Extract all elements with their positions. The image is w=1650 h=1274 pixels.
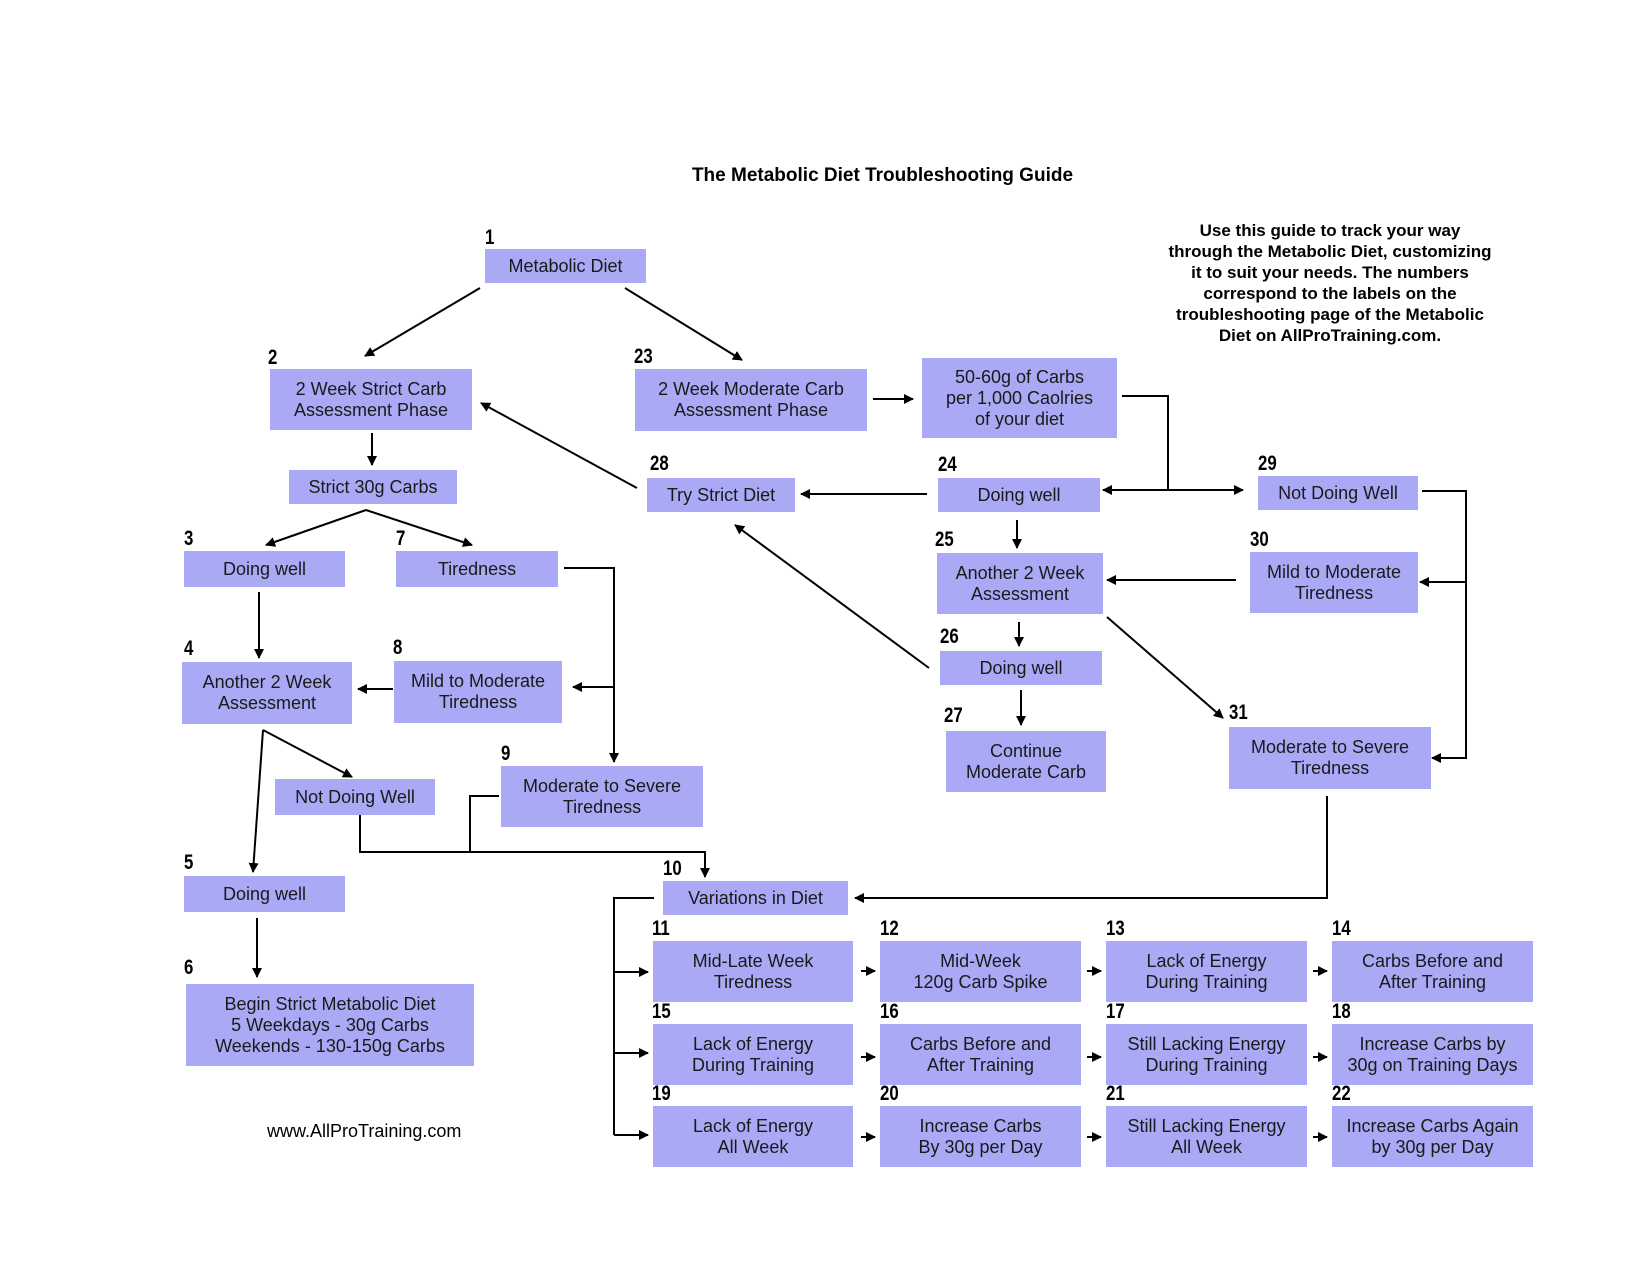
node-14-number: 14 xyxy=(1332,917,1351,940)
node-12-number: 12 xyxy=(880,917,899,940)
node-27-continue-moderate-carb: Continue Moderate Carb xyxy=(946,731,1106,792)
node-4-another-assessment: Another 2 Week Assessment xyxy=(182,662,352,724)
node-15-number: 15 xyxy=(652,1000,671,1023)
node-12-mid-week-carb-spike: Mid-Week 120g Carb Spike xyxy=(880,941,1081,1002)
node-19-number: 19 xyxy=(652,1082,671,1105)
node-30-mild-tiredness: Mild to Moderate Tiredness xyxy=(1250,552,1418,613)
node-22-increase-carbs-again: Increase Carbs Again by 30g per Day xyxy=(1332,1106,1533,1167)
node-20-increase-carbs-per-day: Increase Carbs By 30g per Day xyxy=(880,1106,1081,1167)
node-15-lack-energy-training: Lack of Energy During Training xyxy=(653,1024,853,1085)
edge-strict30-to-7 xyxy=(365,509,473,547)
node-30-number: 30 xyxy=(1250,528,1269,551)
edge-25-to-31 xyxy=(1106,616,1224,719)
node-4-number: 4 xyxy=(184,637,194,660)
node-28-try-strict-diet: Try Strict Diet xyxy=(647,478,795,512)
edge-1-to-2 xyxy=(364,287,481,357)
node-6-begin-strict-diet: Begin Strict Metabolic Diet 5 Weekdays -… xyxy=(186,984,474,1066)
node-10-variations-in-diet: Variations in Diet xyxy=(663,881,848,915)
node-10-number: 10 xyxy=(663,857,682,880)
node-1-metabolic-diet: Metabolic Diet xyxy=(485,249,646,283)
node-16-carbs-before-after-training: Carbs Before and After Training xyxy=(880,1024,1081,1085)
edge-1-to-23 xyxy=(624,287,743,361)
node-3-doing-well: Doing well xyxy=(184,551,345,587)
node-13-lack-energy-training: Lack of Energy During Training xyxy=(1106,941,1307,1002)
edge-10-trunk xyxy=(613,897,654,1135)
node-7-tiredness: Tiredness xyxy=(396,551,558,587)
node-27-number: 27 xyxy=(944,704,963,727)
edge-strict30-to-3 xyxy=(265,509,367,547)
node-not-doing-well-left: Not Doing Well xyxy=(275,779,435,815)
node-31-number: 31 xyxy=(1229,701,1248,724)
edge-notwell-to-10 xyxy=(359,815,710,878)
node-9-number: 9 xyxy=(501,742,511,765)
node-5-number: 5 xyxy=(184,851,194,874)
node-21-number: 21 xyxy=(1106,1082,1125,1105)
edge-28-to-2 xyxy=(480,402,638,489)
node-31-severe-tiredness: Moderate to Severe Tiredness xyxy=(1229,727,1431,789)
node-25-another-assessment: Another 2 Week Assessment xyxy=(937,553,1103,614)
edge-29-to-31 xyxy=(1422,490,1467,763)
node-18-number: 18 xyxy=(1332,1000,1351,1023)
node-16-number: 16 xyxy=(880,1000,899,1023)
node-26-doing-well: Doing well xyxy=(940,651,1102,685)
edge-4-to-5 xyxy=(248,729,264,873)
node-9-severe-tiredness: Moderate to Severe Tiredness xyxy=(501,766,703,827)
node-23-number: 23 xyxy=(634,345,653,368)
diagram-title: The Metabolic Diet Troubleshooting Guide xyxy=(691,165,1074,186)
edge-7-to-9 xyxy=(564,567,619,763)
node-6-number: 6 xyxy=(184,956,194,979)
node-11-number: 11 xyxy=(652,917,670,940)
edge-4-to-notwell xyxy=(262,729,353,778)
edge-31-to-10 xyxy=(854,796,1328,903)
node-2-strict-carb-phase: 2 Week Strict Carb Assessment Phase xyxy=(270,369,472,430)
node-24-number: 24 xyxy=(938,453,957,476)
node-29-number: 29 xyxy=(1258,452,1277,475)
node-1-number: 1 xyxy=(485,226,495,249)
node-24-doing-well: Doing well xyxy=(938,478,1100,512)
node-26-number: 26 xyxy=(940,625,959,648)
node-8-number: 8 xyxy=(393,636,403,659)
node-29-not-doing-well: Not Doing Well xyxy=(1258,476,1418,510)
node-11-mid-late-week-tiredness: Mid-Late Week Tiredness xyxy=(653,941,853,1002)
node-28-number: 28 xyxy=(650,452,669,475)
node-22-number: 22 xyxy=(1332,1082,1351,1105)
footer-url: www.AllProTraining.com xyxy=(267,1121,462,1141)
node-13-number: 13 xyxy=(1106,917,1125,940)
node-2-number: 2 xyxy=(268,346,278,369)
node-21-still-lacking-energy-all-week: Still Lacking Energy All Week xyxy=(1106,1106,1307,1167)
node-carbs-per-1000-calories: 50-60g of Carbs per 1,000 Caolries of yo… xyxy=(922,358,1117,438)
node-3-number: 3 xyxy=(184,527,194,550)
node-23-moderate-carb-phase: 2 Week Moderate Carb Assessment Phase xyxy=(635,369,867,431)
intro-text: Use this guide to track your way through… xyxy=(1168,221,1492,345)
node-strict-30g-carbs: Strict 30g Carbs xyxy=(289,470,457,504)
node-7-number: 7 xyxy=(396,527,406,550)
node-17-still-lacking-energy-training: Still Lacking Energy During Training xyxy=(1106,1024,1307,1085)
node-14-carbs-before-after-training: Carbs Before and After Training xyxy=(1332,941,1533,1002)
node-17-number: 17 xyxy=(1106,1000,1125,1023)
node-5-doing-well: Doing well xyxy=(184,876,345,912)
node-19-lack-energy-all-week: Lack of Energy All Week xyxy=(653,1106,853,1167)
edge-carbs-split xyxy=(1122,395,1169,490)
node-18-increase-carbs-training-days: Increase Carbs by 30g on Training Days xyxy=(1332,1024,1533,1085)
node-25-number: 25 xyxy=(935,528,954,551)
edge-9-to-10 xyxy=(469,795,499,852)
node-8-mild-tiredness: Mild to Moderate Tiredness xyxy=(394,661,562,723)
node-20-number: 20 xyxy=(880,1082,899,1105)
edge-26-to-28 xyxy=(734,524,930,669)
